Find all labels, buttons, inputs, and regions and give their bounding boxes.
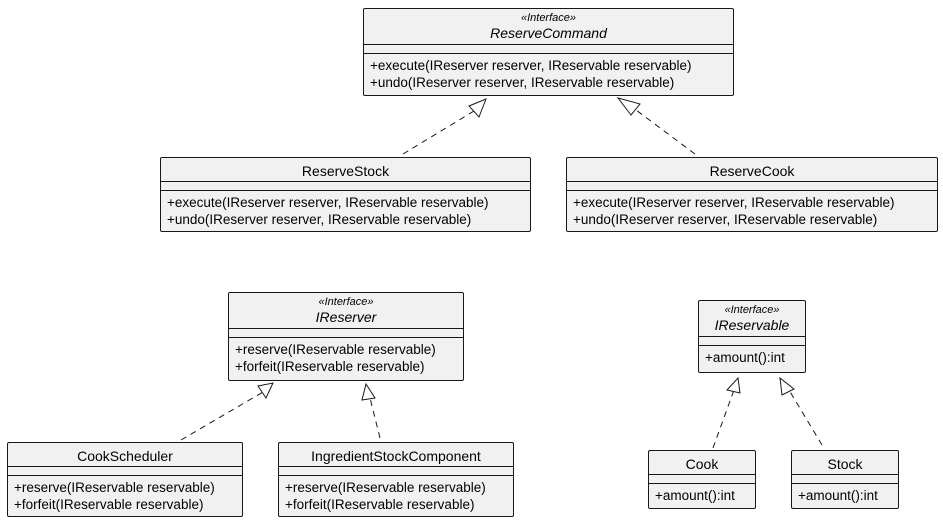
method: +amount():int (655, 488, 735, 503)
attributes-compartment (8, 466, 242, 475)
class-name: IReservable (714, 317, 790, 333)
attributes-compartment (161, 181, 530, 190)
method: +amount():int (798, 488, 878, 503)
class-name: ReserveCook (709, 163, 795, 179)
class-stereotype: «Interface» (318, 296, 374, 308)
method: +reserve(IReservable reservable) (285, 480, 486, 495)
class-name: CookScheduler (77, 448, 173, 464)
realization-arrowhead (361, 382, 376, 401)
edge-ingredient-stock-component-to-ireserver (369, 397, 381, 439)
method: +undo(IReserver reserver, IReservable re… (573, 212, 878, 227)
attributes-compartment (792, 474, 898, 483)
class-name: Cook (685, 456, 719, 472)
methods-compartment: +amount():int (699, 345, 805, 366)
class-name: ReserveStock (301, 163, 390, 179)
class-name: Stock (827, 456, 863, 472)
edge-reserve-stock-to-reserve-command (402, 110, 475, 155)
class-stereotype: «Interface» (724, 304, 780, 316)
class-name: IReserver (315, 309, 377, 325)
class-stock: Stock +amount():int (791, 450, 899, 509)
class-name: IngredientStockComponent (311, 448, 481, 464)
class-ireserver: «Interface» IReserver +reserve(IReservab… (228, 292, 464, 381)
class-reserve-stock: ReserveStock +execute(IReserver reserver… (160, 157, 531, 232)
class-stereotype: «Interface» (520, 12, 577, 24)
method: +forfeit(IReservable reservable) (14, 497, 204, 512)
class-cook: Cook +amount():int (648, 450, 756, 509)
class-reserve-cook: ReserveCook +execute(IReserver reserver,… (566, 157, 938, 232)
class-ireservable: «Interface» IReservable +amount():int (698, 300, 806, 373)
attributes-compartment (364, 44, 733, 53)
attributes-compartment (567, 181, 937, 190)
method: +reserve(IReservable reservable) (235, 342, 436, 357)
attributes-compartment (699, 336, 805, 345)
edge-reserve-cook-to-reserve-command (635, 109, 696, 155)
class-reserve-command: «Interface» ReserveCommand +execute(IRes… (363, 8, 734, 96)
methods-compartment: +reserve(IReservable reservable) +forfei… (279, 475, 513, 513)
realization-arrowhead (616, 97, 641, 116)
methods-compartment: +amount():int (649, 483, 755, 504)
attributes-compartment (279, 466, 513, 475)
methods-compartment: +amount():int (792, 483, 898, 504)
realization-arrowhead (468, 98, 487, 118)
methods-compartment: +execute(IReserver reserver, IReservable… (567, 190, 937, 228)
edge-cook-scheduler-to-ireserver (180, 391, 264, 441)
class-cook-scheduler: CookScheduler +reserve(IReservable reser… (7, 442, 243, 517)
attributes-compartment (229, 328, 463, 337)
edge-cook-to-ireservable (712, 389, 735, 449)
methods-compartment: +reserve(IReservable reservable) +forfei… (8, 475, 242, 513)
methods-compartment: +reserve(IReservable reservable) +forfei… (229, 337, 463, 375)
method: +execute(IReserver reserver, IReservable… (573, 195, 895, 210)
realization-arrowhead (779, 376, 795, 396)
methods-compartment: +execute(IReserver reserver, IReservable… (364, 53, 733, 91)
method: +forfeit(IReservable reservable) (235, 359, 425, 374)
method: +undo(IReserver reserver, IReservable re… (167, 212, 472, 227)
method: +forfeit(IReservable reservable) (285, 497, 475, 512)
method: +execute(IReserver reserver, IReservable… (370, 58, 692, 73)
method: +undo(IReserver reserver, IReservable re… (370, 75, 675, 90)
class-name: ReserveCommand (490, 25, 607, 41)
class-ingredient-stock-component: IngredientStockComponent +reserve(IReser… (278, 442, 514, 517)
method: +execute(IReserver reserver, IReservable… (167, 195, 489, 210)
method: +amount():int (705, 350, 785, 365)
realization-arrowhead (257, 382, 274, 400)
method: +reserve(IReservable reservable) (14, 480, 215, 495)
methods-compartment: +execute(IReserver reserver, IReservable… (161, 190, 530, 228)
realization-arrowhead (726, 376, 741, 394)
edge-stock-to-ireservable (788, 389, 823, 446)
attributes-compartment (649, 474, 755, 483)
